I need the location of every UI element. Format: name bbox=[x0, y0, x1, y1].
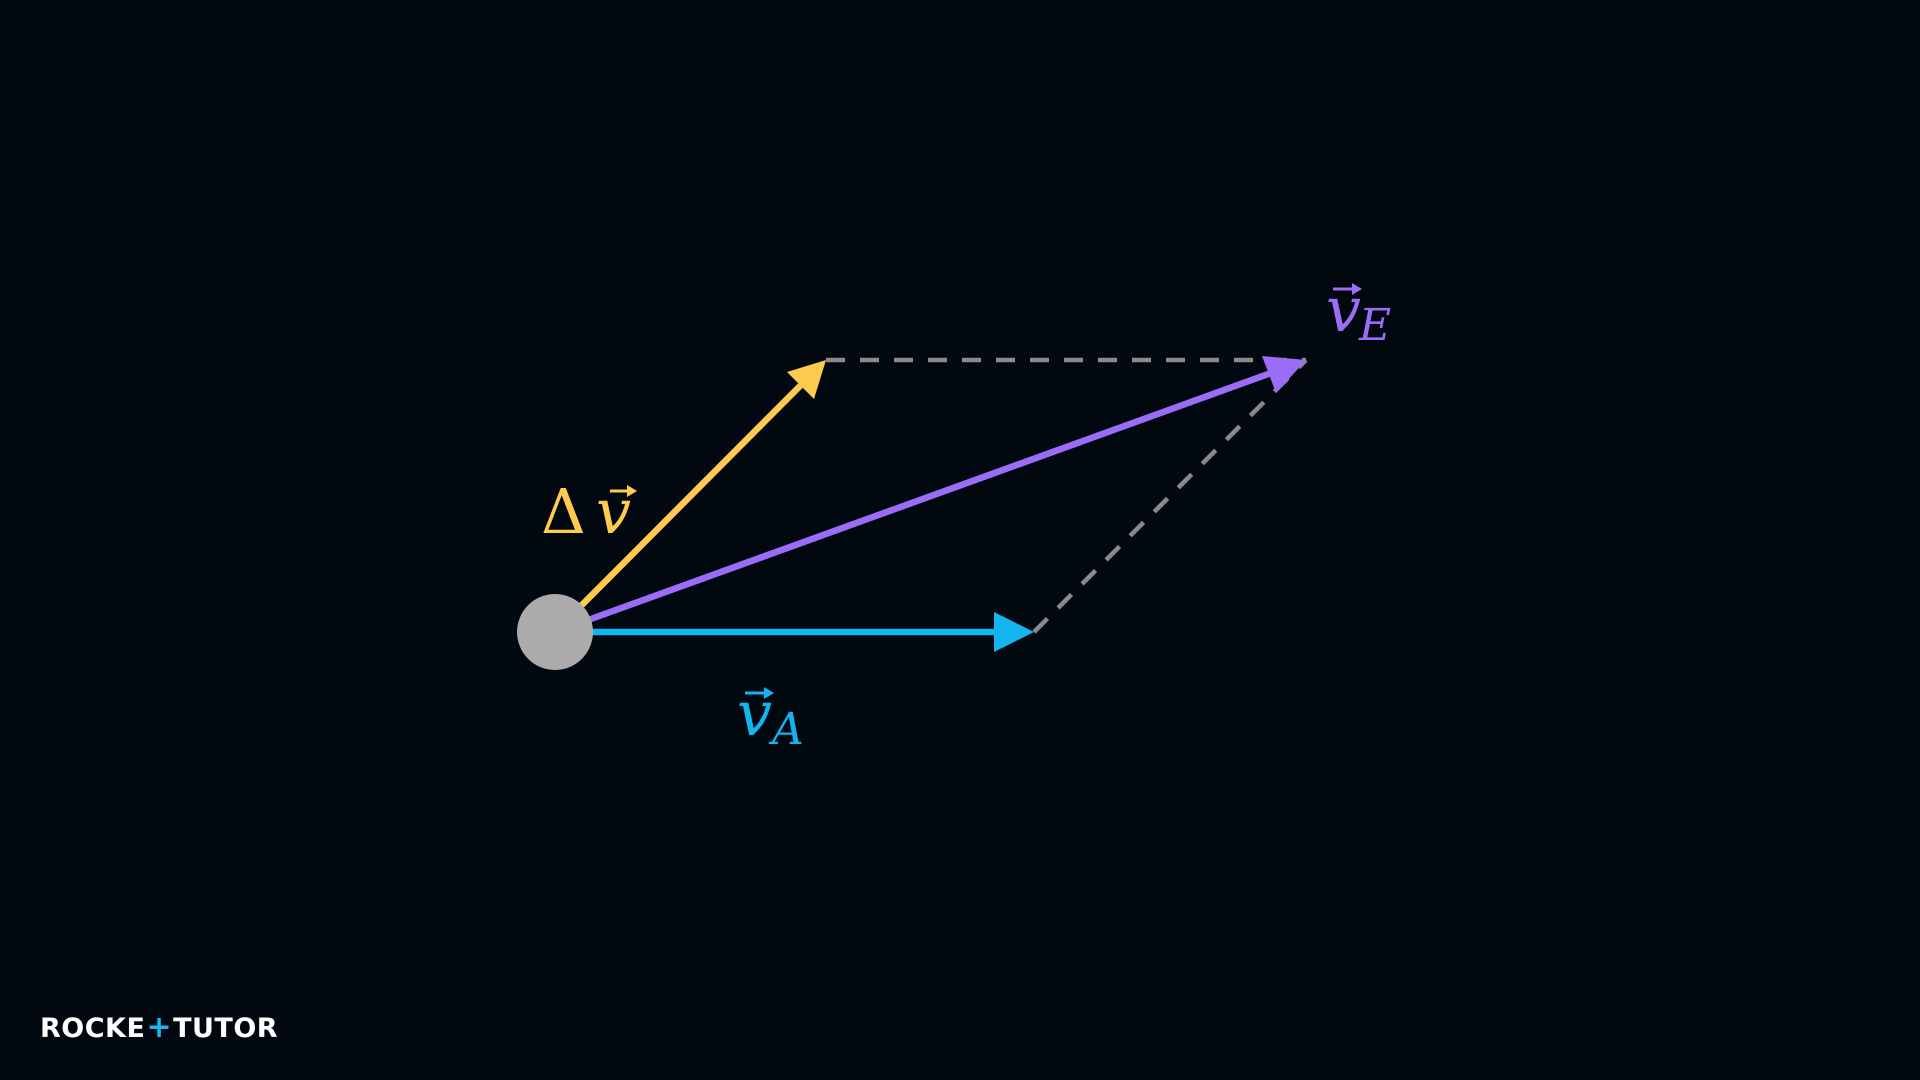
logo-text-part-1: ROCKE bbox=[40, 1012, 146, 1044]
v-e-label-subscript: E bbox=[1358, 300, 1391, 351]
v-a-label: v A bbox=[737, 677, 804, 755]
logo-plus-icon: + bbox=[146, 1010, 173, 1045]
delta-v-label: Δ v bbox=[541, 475, 637, 548]
delta-v-label-symbol: Δ bbox=[541, 475, 586, 548]
delta-v-label-letter: v bbox=[596, 475, 631, 548]
v-e-label: v E bbox=[1326, 273, 1391, 351]
logo-text-part-2: TUTOR bbox=[173, 1012, 279, 1044]
v-e-vector-arrow-icon bbox=[1333, 283, 1362, 295]
origin-dot bbox=[517, 594, 593, 670]
v-a-arrow bbox=[551, 612, 1034, 652]
delta-v-arrow bbox=[551, 360, 826, 636]
v-e-label-letter: v bbox=[1326, 273, 1361, 346]
dashed-line-diagonal bbox=[1032, 358, 1308, 634]
rocket-tutor-logo: ROCKE + TUTOR bbox=[40, 1008, 278, 1048]
delta-v-vector-arrow-icon bbox=[610, 485, 637, 497]
v-a-label-subscript: A bbox=[768, 704, 804, 755]
v-a-label-letter: v bbox=[737, 677, 772, 750]
v-e-arrow bbox=[551, 356, 1306, 636]
v-a-vector-arrow-icon bbox=[745, 687, 774, 699]
